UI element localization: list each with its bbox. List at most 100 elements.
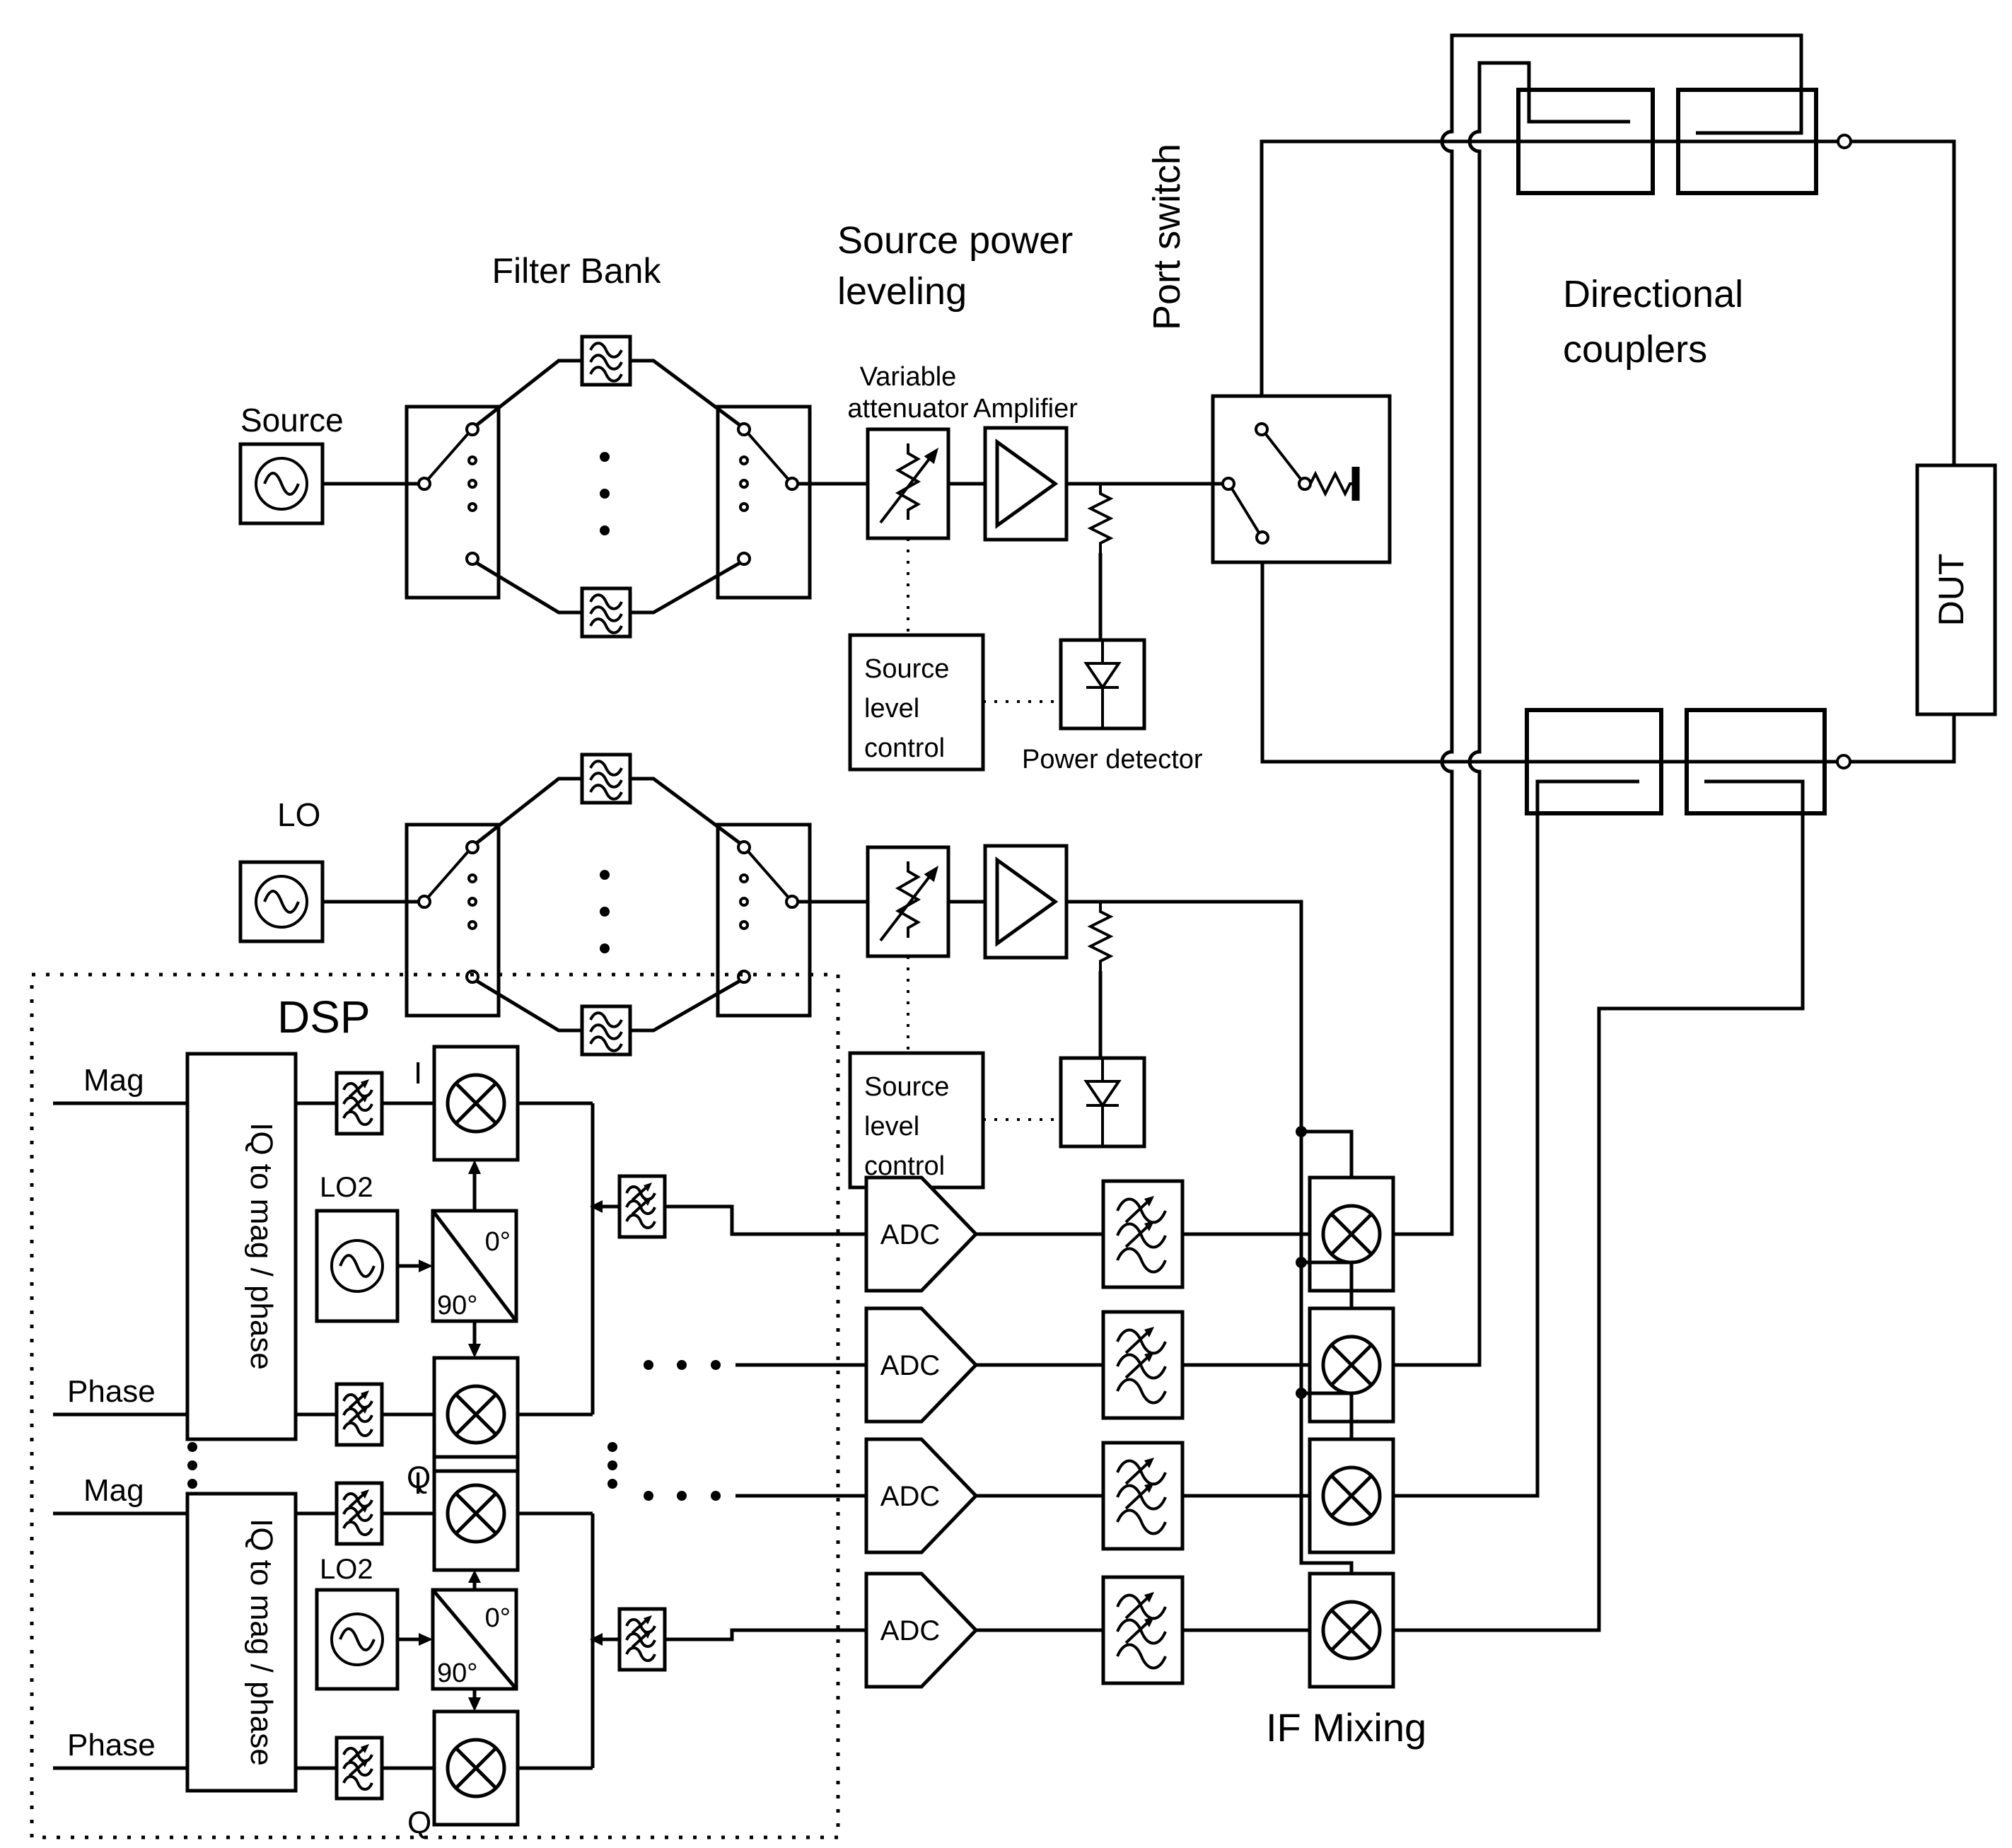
dut-label: DUT [1931, 554, 1971, 627]
iq-to-magphase-label-2: IQ to mag / phase [244, 1518, 279, 1766]
arrowhead [468, 1697, 481, 1712]
lo2-label-2: LO2 [320, 1554, 373, 1585]
channel1-coupled-line [1393, 33, 1803, 1236]
adc-label: ADC [880, 1219, 940, 1250]
power-detector-label: Power detector [1022, 745, 1203, 774]
variable-attenuator-icon [868, 429, 948, 538]
channel2-coupled-line [1393, 61, 1630, 1367]
lo-distribution-bus [1066, 900, 1354, 1574]
port-switch: Port switch [1146, 144, 1392, 564]
lo-source-level-control-line1: Source [864, 1072, 949, 1102]
lo2-oscillator-icon-2 [330, 1612, 384, 1666]
bandpass-filter-icon [582, 755, 630, 803]
dut-box [1915, 463, 1997, 716]
source-level-control-line1: Source [864, 654, 949, 684]
iq-to-magphase-label: IQ to mag / phase [244, 1122, 279, 1370]
i-mixer-icon [434, 1047, 518, 1160]
detector-tap-resistor [1089, 482, 1112, 554]
iq-to-magphase-box [185, 1052, 298, 1441]
if-mixer-icon [1310, 1439, 1393, 1552]
directional-couplers-label-line1: Directional [1563, 273, 1743, 315]
channel4-coupled-line [1393, 779, 1805, 1632]
lo-detector-tap-resistor [1089, 900, 1112, 972]
lo-source-level-control-line2: level [864, 1112, 919, 1141]
arrowhead [468, 1160, 481, 1174]
mag-label-2: Mag [83, 1473, 144, 1508]
ellipsis-dot [600, 907, 610, 917]
bandpass-filter-icon [582, 337, 630, 385]
deg0-label-2: 0° [485, 1603, 511, 1633]
variable-attenuator-label-line2: attenuator [847, 394, 968, 424]
ellipsis-dot [600, 452, 610, 462]
switch-port2-node [1255, 530, 1269, 545]
dsp-output-filter-icon-2 [620, 1609, 665, 1670]
dsp-filter-icon [337, 1738, 382, 1798]
port-switch-label: Port switch [1146, 144, 1188, 330]
dsp-section: DSP Mag Phase IQ to mag / phase I LO2 0°… [30, 972, 866, 1840]
port-switch-box [1211, 394, 1392, 564]
arrowhead [468, 1344, 481, 1358]
port1-main-line [1260, 139, 1838, 396]
lo-label: LO [277, 796, 320, 833]
adc-label: ADC [880, 1481, 940, 1512]
junction-dot [1296, 1388, 1307, 1399]
arrowhead [468, 1570, 481, 1583]
directional-coupler-2 [1676, 88, 1818, 195]
test-set: Directional couplers DUT [1260, 88, 1997, 815]
deg90-label-2: 90° [437, 1658, 477, 1688]
amplifier-icon [985, 428, 1066, 540]
lo2-oscillator-icon [330, 1239, 384, 1293]
dsp-filter-icon [337, 1384, 382, 1445]
arrowhead [419, 1633, 433, 1646]
ellipsis-dot [600, 943, 610, 953]
ellipsis-dot [600, 525, 610, 535]
if-mixer-icon [1310, 1574, 1393, 1687]
directional-coupler-3 [1525, 708, 1663, 815]
junction-dot [1296, 1257, 1307, 1268]
directional-couplers-label-line2: couplers [1563, 328, 1707, 371]
termination-resistor [1309, 470, 1356, 497]
ellipsis-dot [600, 489, 610, 499]
filter-bank-label: Filter Bank [492, 251, 662, 291]
if-filter-icon [1103, 1312, 1182, 1418]
lo2-label: LO2 [320, 1172, 373, 1203]
dsp-filter-icon [337, 1073, 382, 1134]
source-level-control-line2: level [864, 694, 919, 723]
q-mixer-icon-2 [434, 1712, 518, 1825]
channel3-coupled-line [1393, 779, 1639, 1498]
variable-attenuator-label-line1: Variable [860, 362, 957, 392]
q-mixer-icon [434, 1358, 518, 1471]
coupled-lines [1393, 33, 1805, 1632]
switch-port1-node [1255, 422, 1269, 436]
source-oscillator-icon [255, 457, 308, 511]
bandpass-filter-icon [582, 588, 630, 637]
if-filter-icon [1103, 1577, 1182, 1683]
if-section: IF Mixing ADC ADC ADC ADC [644, 1178, 1426, 1750]
amplifier-label: Amplifier [973, 394, 1078, 424]
switch-common-node [1221, 477, 1235, 491]
i-mixer-icon-2 [434, 1457, 518, 1570]
lo-variable-attenuator-icon [868, 847, 948, 956]
dsp-output-filter-icon [620, 1176, 665, 1237]
iq-to-magphase-box-2 [185, 1492, 298, 1793]
lo-amplifier-icon [985, 846, 1066, 958]
source-power-leveling-label-line1: Source power [837, 219, 1073, 262]
port2-terminal [1836, 754, 1851, 769]
if-filter-icon [1103, 1181, 1182, 1287]
lo-chain: LO Source level control [238, 755, 1354, 1574]
i-label: I [414, 1056, 422, 1091]
switch-terminated-node [1298, 477, 1312, 491]
lo-power-detector-icon [1061, 1058, 1144, 1146]
dsp-filter-icon [337, 1483, 382, 1544]
directional-coupler-4 [1685, 708, 1827, 815]
q-label: Q [407, 1460, 431, 1495]
source-power-leveling-label-line2: leveling [837, 270, 967, 313]
deg90-label: 90° [437, 1291, 477, 1320]
q-label-2: Q [407, 1806, 431, 1840]
phase-label: Phase [67, 1374, 156, 1409]
source-level-control-line3: control [864, 733, 945, 763]
power-detector-icon [1061, 640, 1144, 728]
port1-terminal [1837, 134, 1852, 149]
i-label-2: I [414, 1466, 422, 1501]
